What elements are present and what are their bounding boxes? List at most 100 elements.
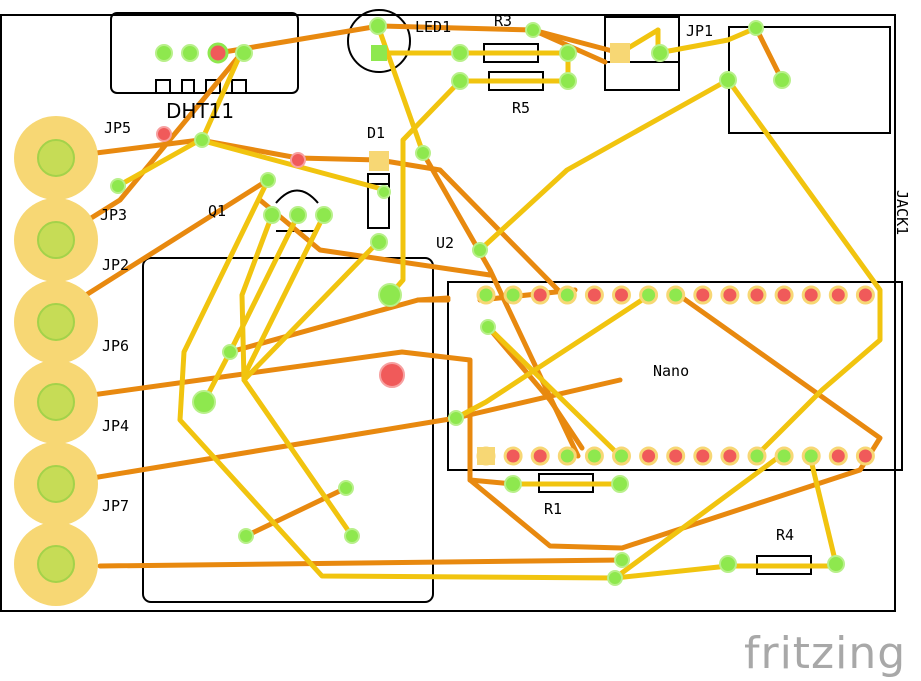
via — [222, 344, 238, 360]
nano-bottom-pin — [801, 446, 821, 466]
nano-top-pin — [557, 285, 577, 305]
nano-top-pin — [693, 285, 713, 305]
u2-red-pad — [379, 362, 405, 388]
label-jp6: JP6 — [102, 337, 129, 355]
silkscreen-labels: DHT11 LED1 R3 R5 JP1 JP5 D1 JP3 Q1 U2 JP… — [100, 12, 911, 544]
via — [719, 555, 737, 573]
label-jp7: JP7 — [102, 497, 129, 515]
via — [260, 172, 276, 188]
jp5-red-pad — [156, 126, 172, 142]
d1-square-pad — [369, 151, 389, 171]
label-r3: R3 — [494, 12, 512, 30]
label-q1: Q1 — [208, 202, 226, 220]
via — [415, 145, 431, 161]
via — [378, 283, 402, 307]
jp1-square-pad — [610, 43, 630, 63]
nano-bottom-pin — [828, 446, 848, 466]
label-jp1: JP1 — [686, 22, 713, 40]
nano-top-pin — [801, 285, 821, 305]
fritzing-logo: fritzing — [744, 628, 906, 679]
via — [110, 178, 126, 194]
via — [607, 570, 623, 586]
via — [472, 242, 488, 258]
via — [614, 552, 630, 568]
via — [651, 44, 669, 62]
nano-top-pin — [828, 285, 848, 305]
led1-square-pad — [371, 45, 387, 61]
nano-bottom-pin — [612, 446, 631, 466]
label-r5: R5 — [512, 99, 530, 117]
nano-top-pin — [584, 285, 604, 305]
via — [773, 71, 791, 89]
via — [611, 475, 629, 493]
nano-top-pin — [503, 285, 523, 305]
label-jp4: JP4 — [102, 417, 129, 435]
via — [263, 206, 281, 224]
label-dht11: DHT11 — [166, 99, 234, 123]
nano-pin1-square — [477, 447, 495, 465]
nano-bottom-pin — [503, 446, 523, 466]
via — [377, 185, 391, 199]
label-jp3: JP3 — [100, 206, 127, 224]
nano-bottom-pin — [747, 446, 767, 466]
via — [525, 22, 541, 38]
nano-bottom-pin — [774, 446, 794, 466]
label-led1: LED1 — [415, 18, 451, 36]
d1-outline — [367, 173, 390, 229]
via — [451, 72, 469, 90]
label-r1: R1 — [544, 500, 562, 518]
jp1-outline — [604, 16, 680, 91]
label-jp2: JP2 — [102, 256, 129, 274]
pad-jp3-inner — [37, 221, 75, 259]
nano-bottom-pin — [855, 446, 875, 466]
via — [559, 44, 577, 62]
via — [235, 44, 253, 62]
via — [155, 44, 173, 62]
nano-bottom-pin — [557, 446, 577, 466]
nano-bottom-pin — [693, 446, 713, 466]
dht11-red-pad — [207, 42, 229, 64]
nano-bottom-pin — [530, 446, 550, 466]
dht11-outline — [110, 12, 299, 94]
via — [370, 233, 388, 251]
via — [748, 20, 764, 36]
nano-top-pins — [476, 285, 875, 305]
nano-top-pin — [774, 285, 794, 305]
label-jack1: JACK1 — [893, 190, 911, 235]
red-pads — [156, 42, 405, 388]
edge-pads — [14, 116, 98, 606]
nano-top-pin — [639, 285, 659, 305]
nano-outline — [447, 281, 903, 471]
square-pads — [369, 43, 630, 465]
pad-jp7-inner — [37, 545, 75, 583]
via — [827, 555, 845, 573]
silkscreen-outlines — [110, 9, 903, 603]
u2-outline — [142, 257, 434, 603]
q1-outline — [275, 189, 319, 204]
via — [480, 319, 496, 335]
pad-jp5-inner — [37, 139, 75, 177]
nano-bottom-pin — [584, 446, 604, 466]
via — [192, 390, 216, 414]
via — [719, 71, 737, 89]
via — [181, 44, 199, 62]
vias — [110, 17, 845, 586]
via — [315, 206, 333, 224]
pad-jp2-inner — [37, 303, 75, 341]
nano-top-pin — [747, 285, 767, 305]
via — [504, 475, 522, 493]
q1-red-pad — [290, 152, 306, 168]
via — [194, 132, 210, 148]
nano-bottom-pin — [720, 446, 740, 466]
nano-bottom-pin — [666, 446, 686, 466]
pad-jp4-inner — [37, 465, 75, 503]
via — [238, 528, 254, 544]
via — [289, 206, 307, 224]
nano-top-pin — [720, 285, 740, 305]
nano-top-pin — [666, 285, 686, 305]
via — [338, 480, 354, 496]
label-u2: U2 — [436, 234, 454, 252]
via — [369, 17, 387, 35]
via — [451, 44, 469, 62]
